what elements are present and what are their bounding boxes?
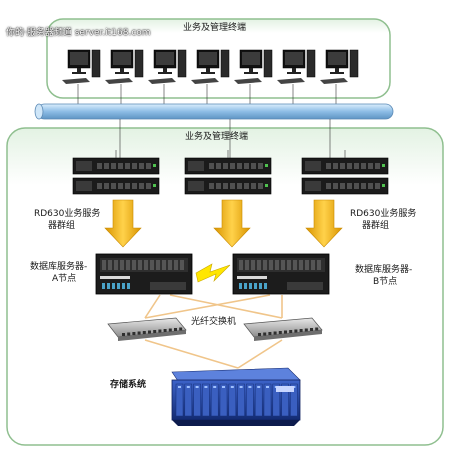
rd630-server-unit — [184, 157, 272, 175]
rd630-server-unit — [184, 177, 272, 195]
workstation-icon — [105, 49, 144, 104]
workstation-icon — [62, 49, 101, 104]
network-bus — [34, 103, 394, 120]
workstation-icon — [277, 49, 316, 104]
rd630-server-unit — [72, 157, 160, 175]
rd630-right-label-line2: 器群组 — [362, 221, 390, 231]
arrow-left — [104, 199, 142, 248]
arrow-center — [213, 199, 251, 248]
rd630-server-unit — [301, 177, 389, 195]
rd630-server-unit — [72, 177, 160, 195]
workstation-icon — [191, 49, 230, 104]
workstation-icon — [148, 49, 187, 104]
db-server-b — [232, 253, 330, 295]
fiber-switch-left — [107, 317, 187, 341]
main-panel-title: 业务及管理终端 — [185, 132, 249, 142]
bus-drop-lines — [119, 119, 331, 160]
workstation-group — [62, 49, 359, 104]
workstation-icon — [234, 49, 273, 104]
db-server-a — [95, 253, 193, 295]
top-panel-title: 业务及管理终端 — [183, 23, 247, 33]
rd630-left-label-line1: RD630业务服务 — [34, 209, 101, 219]
watermark-text: 你的·服务器频道 server.it168.com — [6, 28, 151, 38]
rd630-right-label-line1: RD630业务服务 — [350, 209, 417, 219]
heartbeat-lightning-icon — [195, 263, 231, 283]
arrow-right — [305, 199, 343, 248]
db-b-label-line1: 数据库服务器- — [355, 265, 413, 275]
rd630-server-racks — [72, 150, 389, 195]
db-b-label-line2: B节点 — [373, 277, 398, 287]
fiber-switch-right — [243, 317, 323, 341]
fiber-links — [144, 294, 283, 369]
workstation-icon — [320, 49, 359, 104]
rd630-left-label-line2: 器群组 — [48, 221, 76, 231]
fiber-switch-label: 光纤交换机 — [191, 317, 237, 327]
storage-label: 存储系统 — [110, 380, 147, 390]
rd630-server-unit — [301, 157, 389, 175]
db-a-label-line2: A节点 — [52, 274, 77, 284]
storage-array — [171, 367, 301, 426]
data-flow-arrows — [104, 199, 343, 248]
db-a-label-line1: 数据库服务器- — [30, 262, 88, 272]
